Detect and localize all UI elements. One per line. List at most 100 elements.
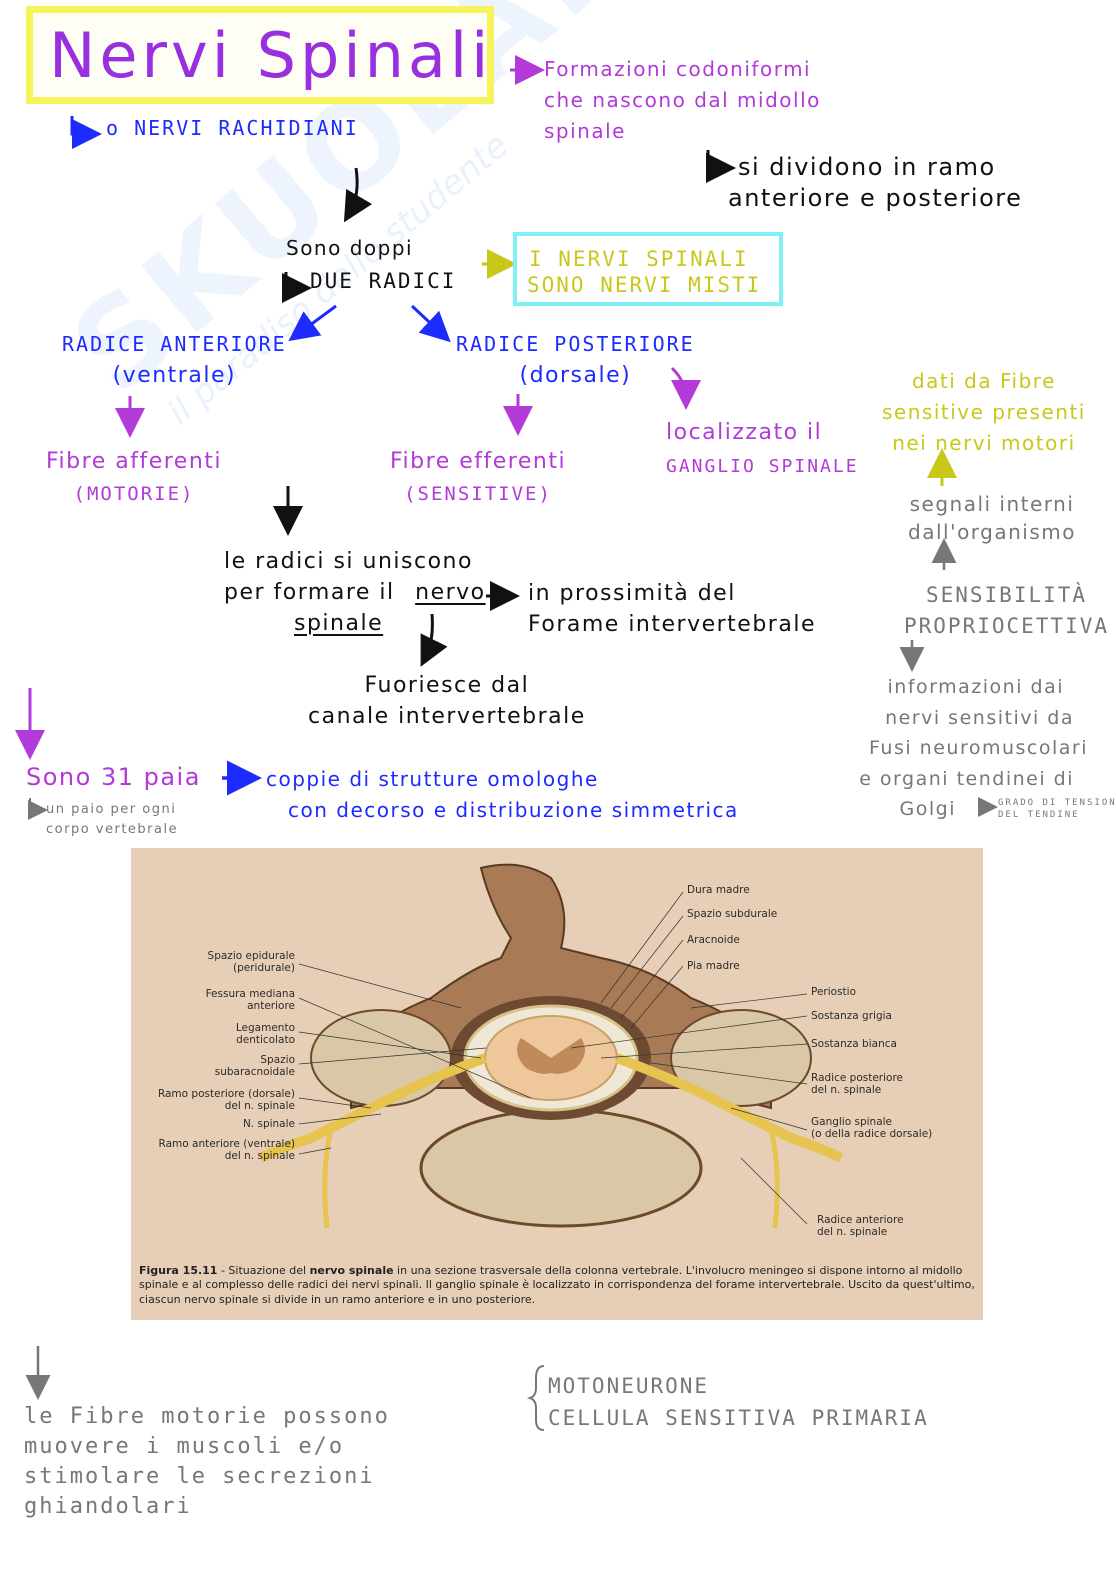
label-sostanza-bianca: Sostanza bianca: [811, 1038, 897, 1050]
radice-posteriore-sub: (dorsale): [456, 360, 695, 392]
informazioni-line-2: nervi sensitivi da: [836, 703, 1074, 734]
caption-part-a: - Situazione del: [217, 1264, 309, 1277]
rachidiani-label: o NERVI RACHIDIANI: [106, 116, 359, 141]
label-n-spinale: N. spinale: [151, 1118, 295, 1130]
dati-fibre-line-2: sensitive presenti: [882, 397, 1086, 428]
motoneurone-line-2: CELLULA SENSITIVA PRIMARIA: [548, 1402, 929, 1434]
spinal-cord-figure: Spazio epidurale (peridurale) Fessura me…: [131, 848, 983, 1320]
fibre-motorie-line-3: stimolare le secrezioni: [24, 1462, 390, 1492]
ganglio-line-2: GANGLIO SPINALE: [666, 450, 859, 484]
radici-line-2: per formare il nervo: [224, 577, 486, 608]
label-ganglio-spinale: Ganglio spinale (o della radice dorsale): [811, 1116, 932, 1140]
formazioni-line-3: spinale: [544, 116, 821, 147]
ganglio-note: localizzato il GANGLIO SPINALE: [666, 416, 859, 484]
spinal-cord-illustration: [131, 848, 983, 1258]
segnali-note: segnali interni dall'organismo: [908, 490, 1076, 546]
hook-rachidiani: [72, 116, 90, 134]
fibre-efferenti-sub: (SENSITIVE): [390, 478, 566, 510]
sensibilita-line-2: PROPRIOCETTIVA: [904, 611, 1109, 642]
hook-paio: [30, 798, 40, 810]
label-spazio-subdurale: Spazio subdurale: [687, 908, 777, 920]
label-pia-madre: Pia madre: [687, 960, 740, 972]
prossimita-note: in prossimità del Forame intervertebrale: [528, 578, 816, 640]
fibre-efferenti-label: Fibre efferenti (SENSITIVE): [390, 446, 566, 510]
coppie-line-1: coppie di strutture omologhe: [266, 764, 739, 795]
dati-fibre-note: dati da Fibre sensitive presenti nei ner…: [882, 366, 1086, 459]
fibre-motorie-line-4: ghiandolari: [24, 1492, 390, 1522]
sensibilita-line-1: SENSIBILITÀ: [904, 580, 1109, 611]
radici-line-1: le radici si uniscono: [224, 546, 486, 577]
radici-nervo: nervo: [415, 580, 486, 605]
label-periostio: Periostio: [811, 986, 856, 998]
motoneurone-line-1: MOTONEURONE: [548, 1370, 929, 1402]
formazioni-line-1: Formazioni codoniformi: [544, 54, 821, 85]
radice-anteriore-title: RADICE ANTERIORE: [62, 328, 287, 360]
title-box: Nervi Spinali: [26, 6, 494, 104]
grado-line-1: GRADO DI TENSIONE: [998, 797, 1116, 809]
misti-line-2: SONO NERVI MISTI: [527, 272, 761, 298]
radice-anteriore-label: RADICE ANTERIORE (ventrale): [62, 328, 287, 392]
segnali-line-2: dall'organismo: [908, 518, 1076, 546]
fibre-motorie-note: le Fibre motorie possono muovere i musco…: [24, 1402, 390, 1522]
sensibilita-note: SENSIBILITÀ PROPRIOCETTIVA: [904, 580, 1109, 642]
due-radici-label: DUE RADICI: [310, 268, 456, 294]
misti-line-1: I NERVI SPINALI: [529, 246, 749, 272]
informazioni-line-3: Fusi neuromuscolari: [836, 733, 1088, 764]
label-ramo-posteriore: Ramo posteriore (dorsale) del n. spinale: [133, 1088, 295, 1112]
informazioni-line-5: Golgi: [836, 794, 956, 825]
caption-figure-number: Figura 15.11: [139, 1264, 217, 1277]
label-spazio-epidurale: Spazio epidurale (peridurale): [151, 950, 295, 974]
vertebra-lamina-left: [311, 1010, 451, 1106]
grado-tensione-note: GRADO DI TENSIONE DEL TENDINE: [998, 797, 1116, 821]
grado-line-2: DEL TENDINE: [998, 809, 1116, 821]
label-spazio-subaracnoidale: Spazio subaracnoidale: [151, 1054, 295, 1078]
ramus-left: [325, 1130, 331, 1228]
radici-uniscono-note: le radici si uniscono per formare il ner…: [224, 546, 486, 639]
radici-spinale: spinale: [294, 608, 486, 639]
si-dividono-line-1: si dividono in ramo: [738, 152, 1022, 183]
paio-line-2: corpo vertebrale: [46, 820, 178, 840]
hook-si-dividono: [708, 150, 724, 168]
si-dividono-note: si dividono in ramo anteriore e posterio…: [738, 152, 1022, 214]
sono-31-label: Sono 31 paia: [26, 762, 201, 792]
radice-anteriore-sub: (ventrale): [62, 360, 287, 392]
vertebral-body: [421, 1110, 701, 1226]
radice-posteriore-title: RADICE POSTERIORE: [456, 328, 695, 360]
dati-fibre-line-3: nei nervi motori: [882, 428, 1086, 459]
dati-fibre-line-1: dati da Fibre: [882, 366, 1086, 397]
fuoriesce-note: Fuoriesce dal canale intervertebrale: [308, 670, 586, 732]
informazioni-line-4: e organi tendinei di: [836, 764, 1074, 795]
radice-posteriore-label: RADICE POSTERIORE (dorsale): [456, 328, 695, 392]
ramus-right: [771, 1130, 777, 1228]
si-dividono-line-2: anteriore e posteriore: [728, 183, 1022, 214]
figure-caption: Figura 15.11 - Situazione del nervo spin…: [139, 1264, 975, 1307]
label-legamento-denticolato: Legamento denticolato: [151, 1022, 295, 1046]
label-radice-anteriore: Radice anteriore del n. spinale: [817, 1214, 904, 1238]
label-aracnoide: Aracnoide: [687, 934, 740, 946]
prossimita-line-2: Forame intervertebrale: [528, 609, 816, 640]
arrow-to-posteriore: [412, 306, 442, 334]
fibre-afferenti-title: Fibre afferenti: [46, 446, 222, 478]
fibre-afferenti-label: Fibre afferenti (MOTORIE): [46, 446, 222, 510]
radici-line-2-text: per formare il: [224, 580, 395, 605]
arrow-to-anteriore: [298, 306, 336, 334]
fibre-afferenti-sub: (MOTORIE): [46, 478, 222, 510]
motoneurone-note: MOTONEURONE CELLULA SENSITIVA PRIMARIA: [548, 1370, 929, 1434]
formazioni-line-2: che nascono dal midollo: [544, 85, 821, 116]
arrow-to-sono-doppi: [350, 168, 357, 212]
formazioni-note: Formazioni codoniformi che nascono dal m…: [544, 54, 821, 147]
sono-doppi-label: Sono doppi: [286, 236, 413, 261]
coppie-line-2: con decorso e distribuzione simmetrica: [288, 795, 739, 826]
fibre-efferenti-title: Fibre efferenti: [390, 446, 566, 478]
nervi-misti-box: I NERVI SPINALI SONO NERVI MISTI: [513, 232, 783, 306]
hook-due-radici: [286, 272, 300, 288]
paio-ogni-note: un paio per ogni corpo vertebrale: [46, 800, 178, 840]
label-radice-posteriore: Radice posteriore del n. spinale: [811, 1072, 903, 1096]
fibre-motorie-line-2: muovere i muscoli e/o: [24, 1432, 390, 1462]
coppie-note: coppie di strutture omologhe con decorso…: [266, 764, 739, 826]
label-fessura-mediana: Fessura mediana anteriore: [151, 988, 295, 1012]
caption-bold: nervo spinale: [310, 1264, 394, 1277]
paio-line-1: un paio per ogni: [46, 800, 178, 820]
fuoriesce-line-1: Fuoriesce dal: [308, 670, 586, 701]
label-ramo-anteriore: Ramo anteriore (ventrale) del n. spinale: [133, 1138, 295, 1162]
